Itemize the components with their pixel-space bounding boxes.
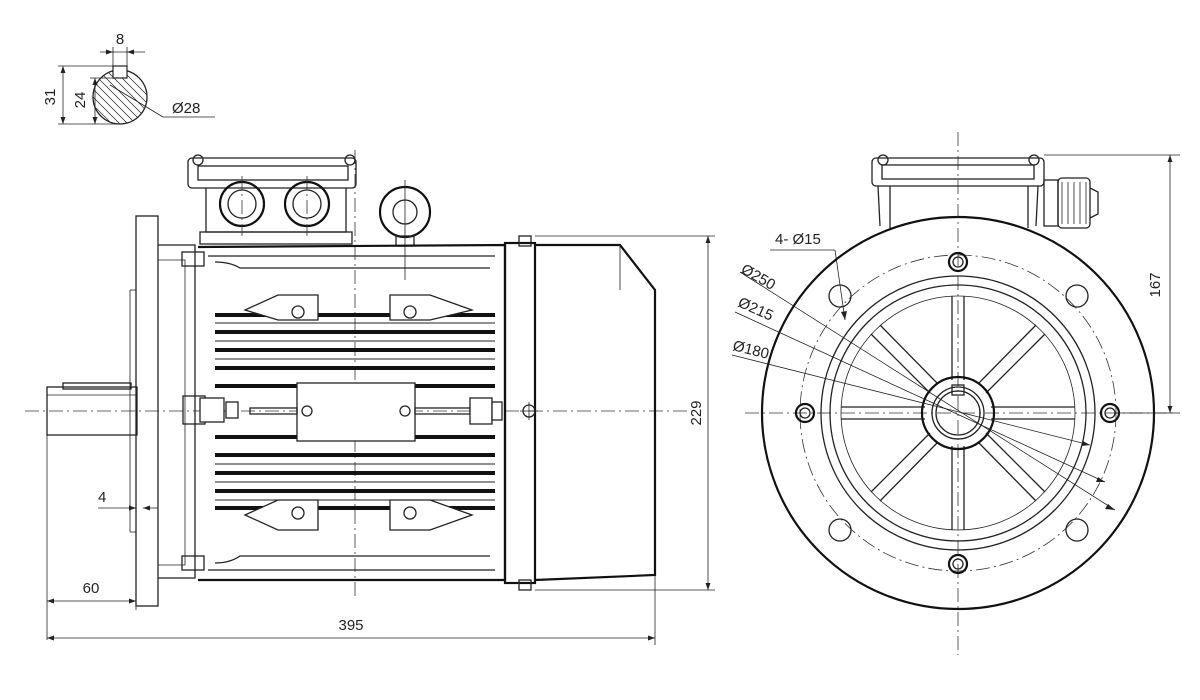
terminal-height-label: 167: [1147, 272, 1164, 297]
pcd-diameter-label: Ø215: [735, 294, 775, 324]
flange-hole: [828, 518, 852, 542]
name-plate: [296, 382, 416, 442]
flange-hole: [828, 284, 852, 308]
bolt-hole-top: [947, 251, 969, 273]
terminal-box: [187, 154, 357, 245]
spigot-outline: [820, 275, 1096, 551]
overall-height-label: 31: [42, 89, 59, 106]
flange-hole: [1065, 284, 1089, 308]
overall-height-side-label: 229: [688, 400, 705, 425]
fan-cover: [503, 235, 657, 591]
key-width-label: 8: [116, 31, 124, 48]
bolt-hole-bottom: [947, 553, 969, 575]
mounting-flange: [135, 215, 159, 607]
spigot-diameter-label: Ø180: [731, 337, 771, 362]
key-slot: [112, 65, 128, 79]
shaft-section-view: 8 31 24 Ø28: [42, 31, 215, 125]
flange-hole: [1065, 518, 1089, 542]
front-view: 4- Ø15 Ø250 Ø215 Ø180 167: [731, 132, 1180, 655]
shaft-diameter-label: Ø28: [172, 100, 200, 117]
fan-spokes: [841, 296, 1075, 530]
bolt-hole-left: [794, 402, 816, 424]
output-shaft: [46, 386, 138, 436]
front-terminal-box: [871, 154, 1099, 229]
lifting-eye: [378, 180, 432, 280]
shaft-height-label: 24: [72, 92, 89, 109]
holes-label: 4- Ø15: [775, 231, 821, 248]
side-view: 4 60 395 229: [25, 150, 715, 645]
flange-diameter-label: Ø250: [738, 261, 778, 294]
flange-to-shoulder-label: 4: [98, 489, 106, 506]
hub: [920, 375, 996, 451]
shaft-length-label: 60: [83, 580, 100, 597]
overall-length-label: 395: [338, 617, 363, 634]
